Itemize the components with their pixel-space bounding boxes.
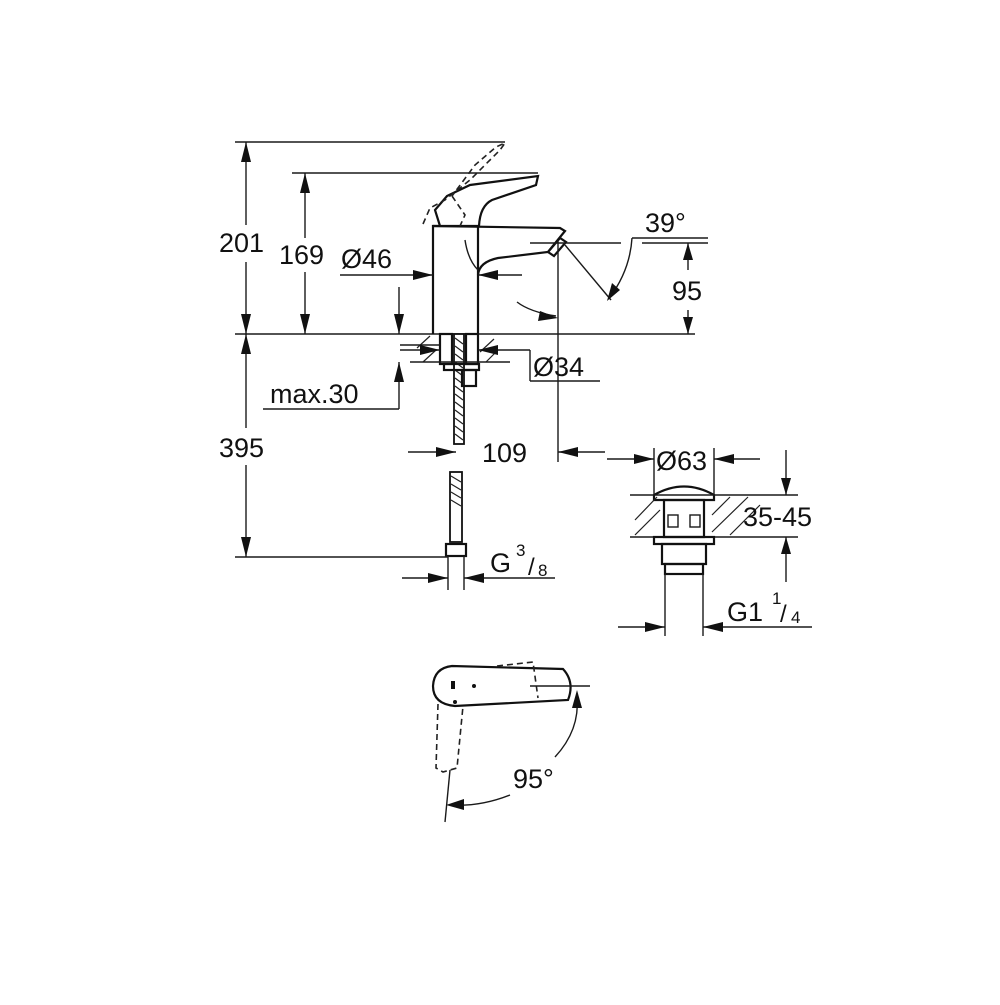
dimension-395: 395 bbox=[219, 334, 448, 558]
svg-text:/: / bbox=[528, 554, 535, 581]
dim-g38-den: 8 bbox=[538, 561, 547, 580]
dimension-max-30: max.30 bbox=[263, 287, 404, 410]
dimension-35-45: 35-45 bbox=[743, 450, 812, 582]
dim-395-label: 395 bbox=[219, 433, 264, 463]
dim-34-label: Ø34 bbox=[533, 352, 584, 382]
dimension-g-3-8: G 3 / 8 bbox=[402, 541, 555, 583]
dim-201-label: 201 bbox=[219, 228, 264, 258]
svg-text:/: / bbox=[780, 601, 787, 628]
dim-39-label: 39° bbox=[645, 208, 686, 238]
dim-g114-den: 4 bbox=[791, 608, 800, 627]
lever-top-view: 95° bbox=[431, 661, 590, 823]
dimension-diameter-34: Ø34 bbox=[400, 345, 600, 382]
dimension-169: 169 bbox=[279, 172, 538, 334]
dimension-95: 95 bbox=[516, 242, 708, 334]
dimension-109: 109 bbox=[408, 438, 605, 468]
dimension-201: 201 bbox=[219, 141, 505, 334]
dim-g114-num: 1 bbox=[772, 589, 781, 608]
dim-g38-num: 3 bbox=[516, 541, 525, 560]
dimension-g-1-1-4: G1 1 / 4 bbox=[618, 589, 812, 632]
dim-46-label: Ø46 bbox=[341, 244, 392, 274]
dim-63-label: Ø63 bbox=[656, 446, 707, 476]
dim-g114-main: G1 bbox=[727, 597, 763, 627]
dim-169-label: 169 bbox=[279, 240, 324, 270]
dim-95-label: 95 bbox=[672, 276, 702, 306]
dim-g38-main: G bbox=[490, 548, 511, 578]
dim-95deg-label: 95° bbox=[513, 764, 554, 794]
dim-109-label: 109 bbox=[482, 438, 527, 468]
dimension-diameter-63: Ø63 bbox=[607, 446, 760, 495]
dimension-39-angle: 39° bbox=[530, 208, 708, 301]
dim-max30-label: max.30 bbox=[270, 379, 359, 409]
dim-3545-label: 35-45 bbox=[743, 502, 812, 532]
pop-up-waste bbox=[630, 485, 798, 636]
mounting-assembly bbox=[400, 332, 510, 590]
dimension-diameter-46: Ø46 bbox=[340, 244, 522, 280]
